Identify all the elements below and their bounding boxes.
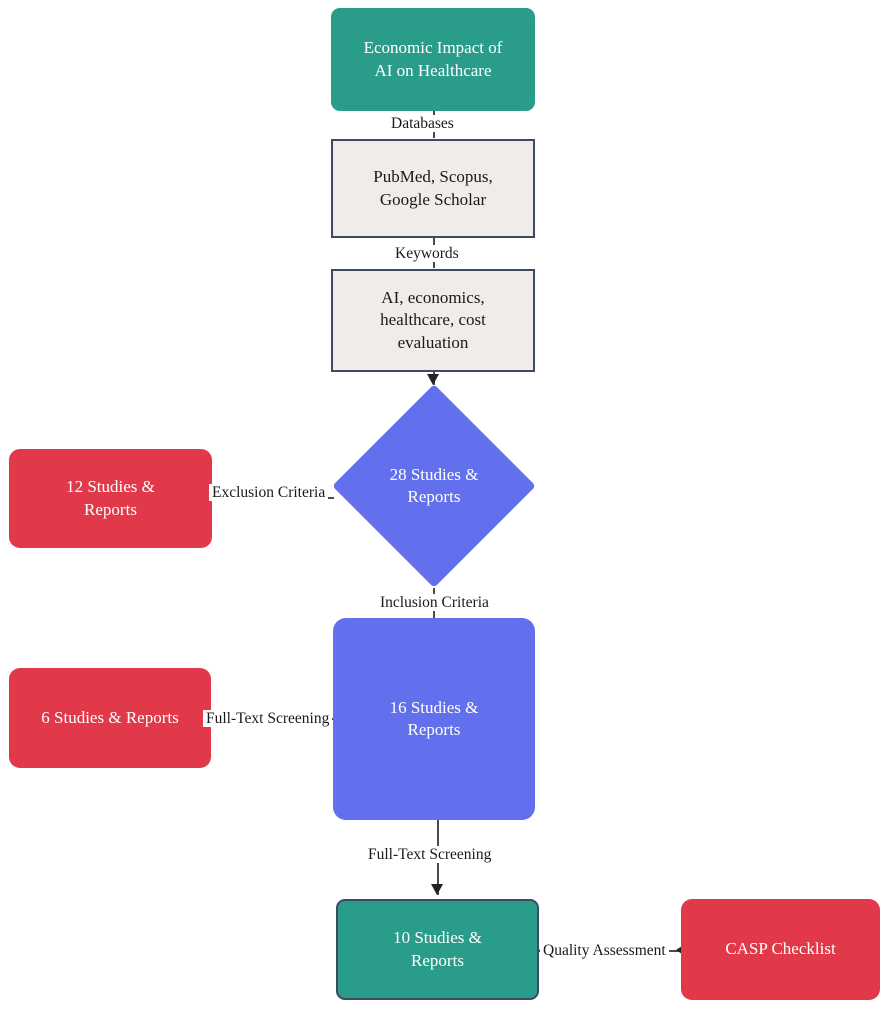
node-excluded-12-label: 12 Studies & Reports bbox=[66, 477, 155, 519]
arrowhead-included-casp-right bbox=[676, 946, 682, 954]
edge-label-quality-assessment: Quality Assessment bbox=[540, 942, 669, 960]
node-screened[interactable]: 16 Studies & Reports bbox=[333, 618, 535, 820]
node-casp[interactable]: CASP Checklist bbox=[681, 899, 880, 1000]
edge-label-inclusion-criteria: Inclusion Criteria bbox=[377, 594, 492, 612]
node-screened-label: 16 Studies & Reports bbox=[389, 697, 479, 739]
node-databases[interactable]: PubMed, Scopus, Google Scholar bbox=[331, 139, 535, 238]
edge-label-exclusion-criteria: Exclusion Criteria bbox=[209, 484, 329, 502]
arrowhead-keywords-identified bbox=[427, 374, 439, 385]
node-included-label: 10 Studies & Reports bbox=[393, 928, 482, 970]
edge-label-fulltext-screening-down: Full-Text Screening bbox=[365, 846, 495, 864]
node-casp-label: CASP Checklist bbox=[725, 939, 836, 959]
edge-label-fulltext-screening-left: Full-Text Screening bbox=[203, 710, 333, 728]
node-topic-label: Economic Impact of AI on Healthcare bbox=[363, 38, 503, 80]
node-identified[interactable]: 28 Studies & Reports bbox=[332, 384, 536, 588]
node-excluded-6-label: 6 Studies & Reports bbox=[41, 707, 179, 727]
node-excluded-6[interactable]: 6 Studies & Reports bbox=[9, 668, 211, 768]
node-keywords-label: AI, economics, healthcare, cost evaluati… bbox=[380, 287, 486, 352]
edge-label-keywords: Keywords bbox=[392, 245, 462, 263]
node-databases-label: PubMed, Scopus, Google Scholar bbox=[373, 167, 493, 209]
node-topic[interactable]: Economic Impact of AI on Healthcare bbox=[331, 8, 535, 111]
node-excluded-12[interactable]: 12 Studies & Reports bbox=[9, 449, 212, 548]
arrowhead-screened-included bbox=[431, 884, 443, 895]
edge-label-databases: Databases bbox=[388, 115, 457, 133]
node-identified-label: 28 Studies & Reports bbox=[389, 464, 479, 506]
node-included[interactable]: 10 Studies & Reports bbox=[336, 899, 539, 1000]
node-keywords[interactable]: AI, economics, healthcare, cost evaluati… bbox=[331, 269, 535, 372]
